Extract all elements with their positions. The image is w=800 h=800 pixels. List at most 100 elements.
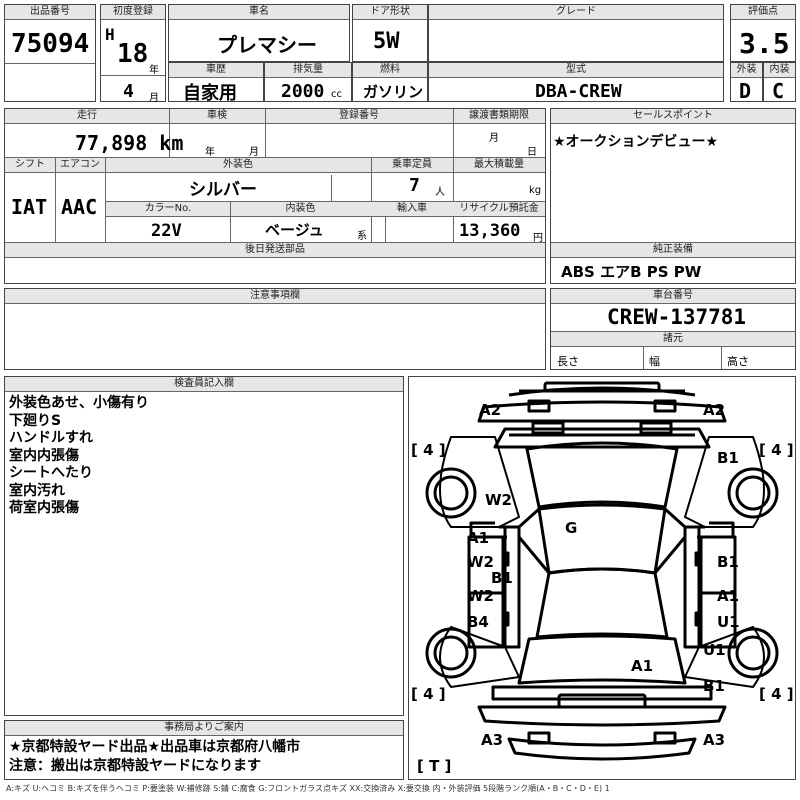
inspector-note: シートへたり <box>9 465 93 481</box>
damage-mark: A2 <box>479 401 502 419</box>
damage-mark: B1 <box>717 553 739 571</box>
score-cell: 評価点 3.5 <box>730 4 796 62</box>
ac-label: エアコン <box>55 158 105 173</box>
chassis-number: CREW-137781 <box>607 305 747 329</box>
damage-mark: A3 <box>703 731 726 749</box>
chassis-label: 車台番号 <box>551 289 795 304</box>
damage-mark: B1 <box>491 569 513 587</box>
damage-mark: A1 <box>631 657 654 675</box>
model: DBA-CREW <box>535 81 622 102</box>
tire-rear-right: [ 4 ] <box>759 685 794 703</box>
door-type: 5W <box>373 29 400 54</box>
era: H <box>105 25 115 44</box>
interior-grade-cell: 内装 C <box>763 62 796 103</box>
length-label: 長さ <box>557 355 579 368</box>
fuel-label: 燃料 <box>353 63 427 78</box>
sales-point-label: セールスポイント <box>551 109 795 124</box>
later-parts-label: 後日発送部品 <box>5 243 545 258</box>
capacity: 7 <box>409 175 420 196</box>
damage-diagram: [ 4 ] [ 4 ] [ 4 ] [ 4 ] [ T ] A2 A2 B1 W… <box>408 376 796 780</box>
score-label: 評価点 <box>731 5 795 20</box>
car-name: プレマシー <box>217 33 317 57</box>
recycle-label: リサイクル預託金 <box>453 202 545 217</box>
inspector-note: 下廻りS <box>9 412 62 429</box>
damage-mark: G <box>565 519 578 537</box>
office-box: 事務局よりご案内 ★京都特設ヤード出品★出品車は京都府八幡市 注意：搬出は京都特… <box>4 720 404 780</box>
door-cell: ドア形状 5W <box>352 4 428 62</box>
damage-mark: W2 <box>467 553 494 571</box>
lot-number-cell: 出品番号 75094 <box>4 4 96 102</box>
interior-grade-label: 内装 <box>764 63 795 78</box>
model-cell: 型式 DBA-CREW <box>428 62 724 102</box>
shift: IAT <box>11 195 48 219</box>
damage-mark: B1 <box>717 449 739 467</box>
capacity-unit: 人 <box>435 187 445 198</box>
damage-legend: A:キズ U:ヘコミ B:キズを伴うヘコミ P:要塗装 W:補修跡 S:錆 C:… <box>6 784 610 793</box>
office-label: 事務局よりご案内 <box>5 721 403 736</box>
office-line: 注意：搬出は京都特設ヤードになります <box>9 758 261 774</box>
mileage-label: 走行 <box>5 109 169 124</box>
inspector-note: 室内内張傷 <box>9 447 79 464</box>
displacement-label: 排気量 <box>265 63 351 78</box>
details-table: 走行 車検 登録番号 譲渡書類期限 77,898 km 年 月 月 日 シフト … <box>4 108 546 284</box>
month: 4 <box>123 81 134 102</box>
fuel-cell: 燃料 ガソリン <box>352 62 428 102</box>
damage-mark: W2 <box>485 491 512 509</box>
damage-mark: U1 <box>703 641 726 659</box>
color-no: 22V <box>151 221 182 241</box>
transfer-month-unit: 月 <box>489 133 499 144</box>
reg-no-label: 登録番号 <box>265 109 453 124</box>
mileage: 77,898 km <box>75 131 184 155</box>
shift-label: シフト <box>5 158 55 173</box>
exterior-grade-label: 外装 <box>731 63 762 78</box>
interior-grade: C <box>772 79 785 103</box>
inspector-note: ハンドルすれ <box>9 430 93 446</box>
exterior-color: シルバー <box>189 180 257 200</box>
year-unit: 年 <box>149 65 159 76</box>
notes-label: 注意事項欄 <box>5 289 545 304</box>
score: 3.5 <box>739 27 790 60</box>
month-unit: 月 <box>149 93 159 104</box>
transfer-day-unit: 日 <box>527 147 537 158</box>
year: 18 <box>117 39 149 69</box>
inspector-note: 外装色あせ、小傷有り <box>9 395 149 411</box>
recycle-unit: 円 <box>533 233 543 244</box>
height-label: 高さ <box>727 355 749 368</box>
inspector-note: 室内汚れ <box>9 482 65 499</box>
recycle: 13,360 <box>459 221 521 241</box>
sales-point: ★オークションデビュー★ <box>553 134 719 150</box>
displacement: 2000 <box>281 81 325 102</box>
history-label: 車歴 <box>169 63 263 78</box>
dimensions-label: 諸元 <box>551 331 795 347</box>
exterior-grade: D <box>739 79 752 103</box>
tire-front-right: [ 4 ] <box>759 441 794 459</box>
sales-point-box: セールスポイント ★オークションデビュー★ 純正装備 ABS エアB PS PW <box>550 108 796 284</box>
inspection-label: 車検 <box>169 109 265 124</box>
damage-mark: B1 <box>703 677 725 695</box>
color-no-label: カラーNo. <box>106 202 230 217</box>
inspection-month-unit: 月 <box>249 147 259 158</box>
inspector-note: 荷室内張傷 <box>9 500 79 516</box>
first-registration-label: 初度登録 <box>101 5 165 20</box>
inspector-box: 検査員記入欄 外装色あせ、小傷有り 下廻りS ハンドルすれ 室内内張傷 シートへ… <box>4 376 404 716</box>
damage-mark: A1 <box>467 529 490 547</box>
maxload-unit: kg <box>529 185 542 196</box>
model-label: 型式 <box>429 63 723 78</box>
displacement-unit: cc <box>331 89 342 100</box>
door-label: ドア形状 <box>353 5 427 20</box>
transfer-label: 譲渡書類期限 <box>453 109 545 124</box>
inspector-label: 検査員記入欄 <box>5 377 403 392</box>
lot-number-label: 出品番号 <box>5 5 95 20</box>
grade-label: グレード <box>429 5 723 20</box>
chassis-box: 車台番号 CREW-137781 諸元 長さ 幅 高さ <box>550 288 796 370</box>
capacity-label: 乗車定員 <box>371 158 453 173</box>
history-cell: 車歴 自家用 <box>168 62 264 104</box>
color-label: 外装色 <box>105 158 371 173</box>
car-name-cell: 車名 プレマシー <box>168 4 350 62</box>
spare-tire: [ T ] <box>417 757 452 775</box>
car-name-label: 車名 <box>169 5 349 20</box>
import-label: 輸入車 <box>371 202 453 217</box>
tire-front-left: [ 4 ] <box>411 441 446 459</box>
grade-cell: グレード <box>428 4 724 62</box>
interior-color: ベージュ <box>265 221 324 239</box>
